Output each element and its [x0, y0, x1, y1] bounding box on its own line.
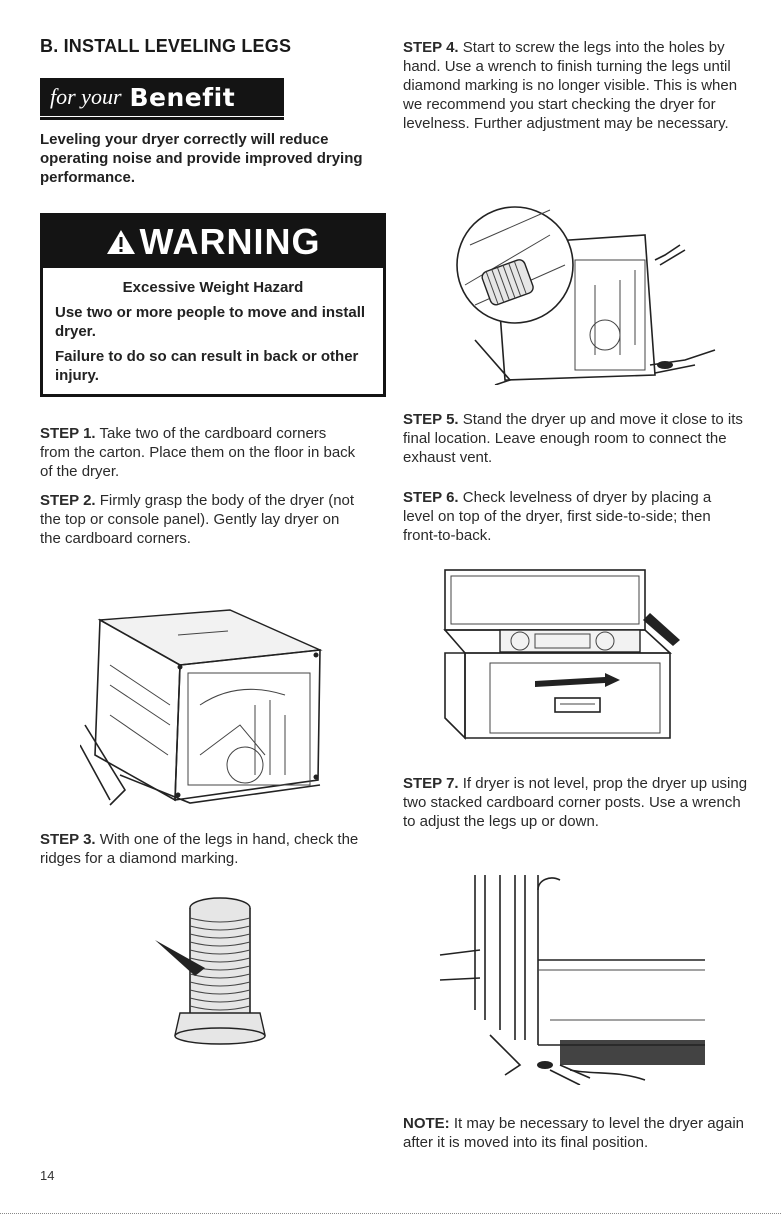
- step-3-label: STEP 3.: [40, 831, 96, 848]
- warning-header: WARNING: [43, 216, 383, 268]
- benefit-rule: [40, 117, 284, 120]
- step-2-text: Firmly grasp the body of the dryer (not …: [40, 492, 355, 547]
- bottom-rule: [0, 1213, 781, 1214]
- step-1-label: STEP 1.: [40, 425, 96, 442]
- step-5-text: Stand the dryer up and move it close to …: [403, 411, 743, 466]
- step-5-label: STEP 5.: [403, 411, 459, 428]
- warning-body: Excessive Weight Hazard Use two or more …: [43, 268, 383, 385]
- step-7-label: STEP 7.: [403, 775, 459, 792]
- warning-line-1: Use two or more people to move and insta…: [55, 304, 366, 340]
- note-label: NOTE:: [403, 1115, 450, 1132]
- step-4-text: Start to screw the legs into the holes b…: [403, 39, 738, 132]
- step-3-text: With one of the legs in hand, check the …: [40, 831, 359, 867]
- step-1-text: Take two of the cardboard corners from t…: [40, 425, 356, 480]
- step-4-label: STEP 4.: [403, 39, 459, 56]
- step-2: STEP 2. Firmly grasp the body of the dry…: [40, 491, 360, 548]
- step-6: STEP 6. Check levelness of dryer by plac…: [403, 488, 743, 545]
- step-1: STEP 1. Take two of the cardboard corner…: [40, 424, 360, 481]
- note: NOTE: It may be necessary to level the d…: [403, 1114, 748, 1152]
- adjust-legs-illustration: [439, 875, 705, 1085]
- leveling-leg-illustration: [155, 897, 266, 1045]
- warning-hazard: Excessive Weight Hazard: [122, 279, 304, 296]
- install-legs-illustration: [456, 206, 716, 385]
- dryer-on-corners-illustration: [80, 609, 323, 806]
- step-3: STEP 3. With one of the legs in hand, ch…: [40, 830, 370, 868]
- step-6-label: STEP 6.: [403, 489, 459, 506]
- benefit-badge: for your Benefit: [40, 78, 284, 116]
- benefit-text: Leveling your dryer correctly will reduc…: [40, 131, 363, 186]
- level-check-illustration: [443, 569, 680, 740]
- benefit-word: Benefit: [129, 82, 236, 112]
- section-heading: B. INSTALL LEVELING LEGS: [40, 36, 292, 56]
- warning-box: WARNING Excessive Weight Hazard Use two …: [40, 213, 386, 397]
- note-text: It may be necessary to level the dryer a…: [403, 1115, 744, 1151]
- step-5: STEP 5. Stand the dryer up and move it c…: [403, 410, 743, 467]
- step-6-text: Check levelness of dryer by placing a le…: [403, 489, 712, 544]
- benefit-for-your: for your: [50, 84, 122, 109]
- step-2-label: STEP 2.: [40, 492, 96, 509]
- step-4: STEP 4. Start to screw the legs into the…: [403, 38, 743, 133]
- warning-line-2: Failure to do so can result in back or o…: [55, 348, 359, 384]
- page-number: 14: [40, 1168, 55, 1183]
- step-7: STEP 7. If dryer is not level, prop the …: [403, 774, 753, 831]
- step-7-text: If dryer is not level, prop the dryer up…: [403, 775, 748, 830]
- warning-title: WARNING: [139, 221, 321, 262]
- warning-triangle-icon: [106, 230, 135, 254]
